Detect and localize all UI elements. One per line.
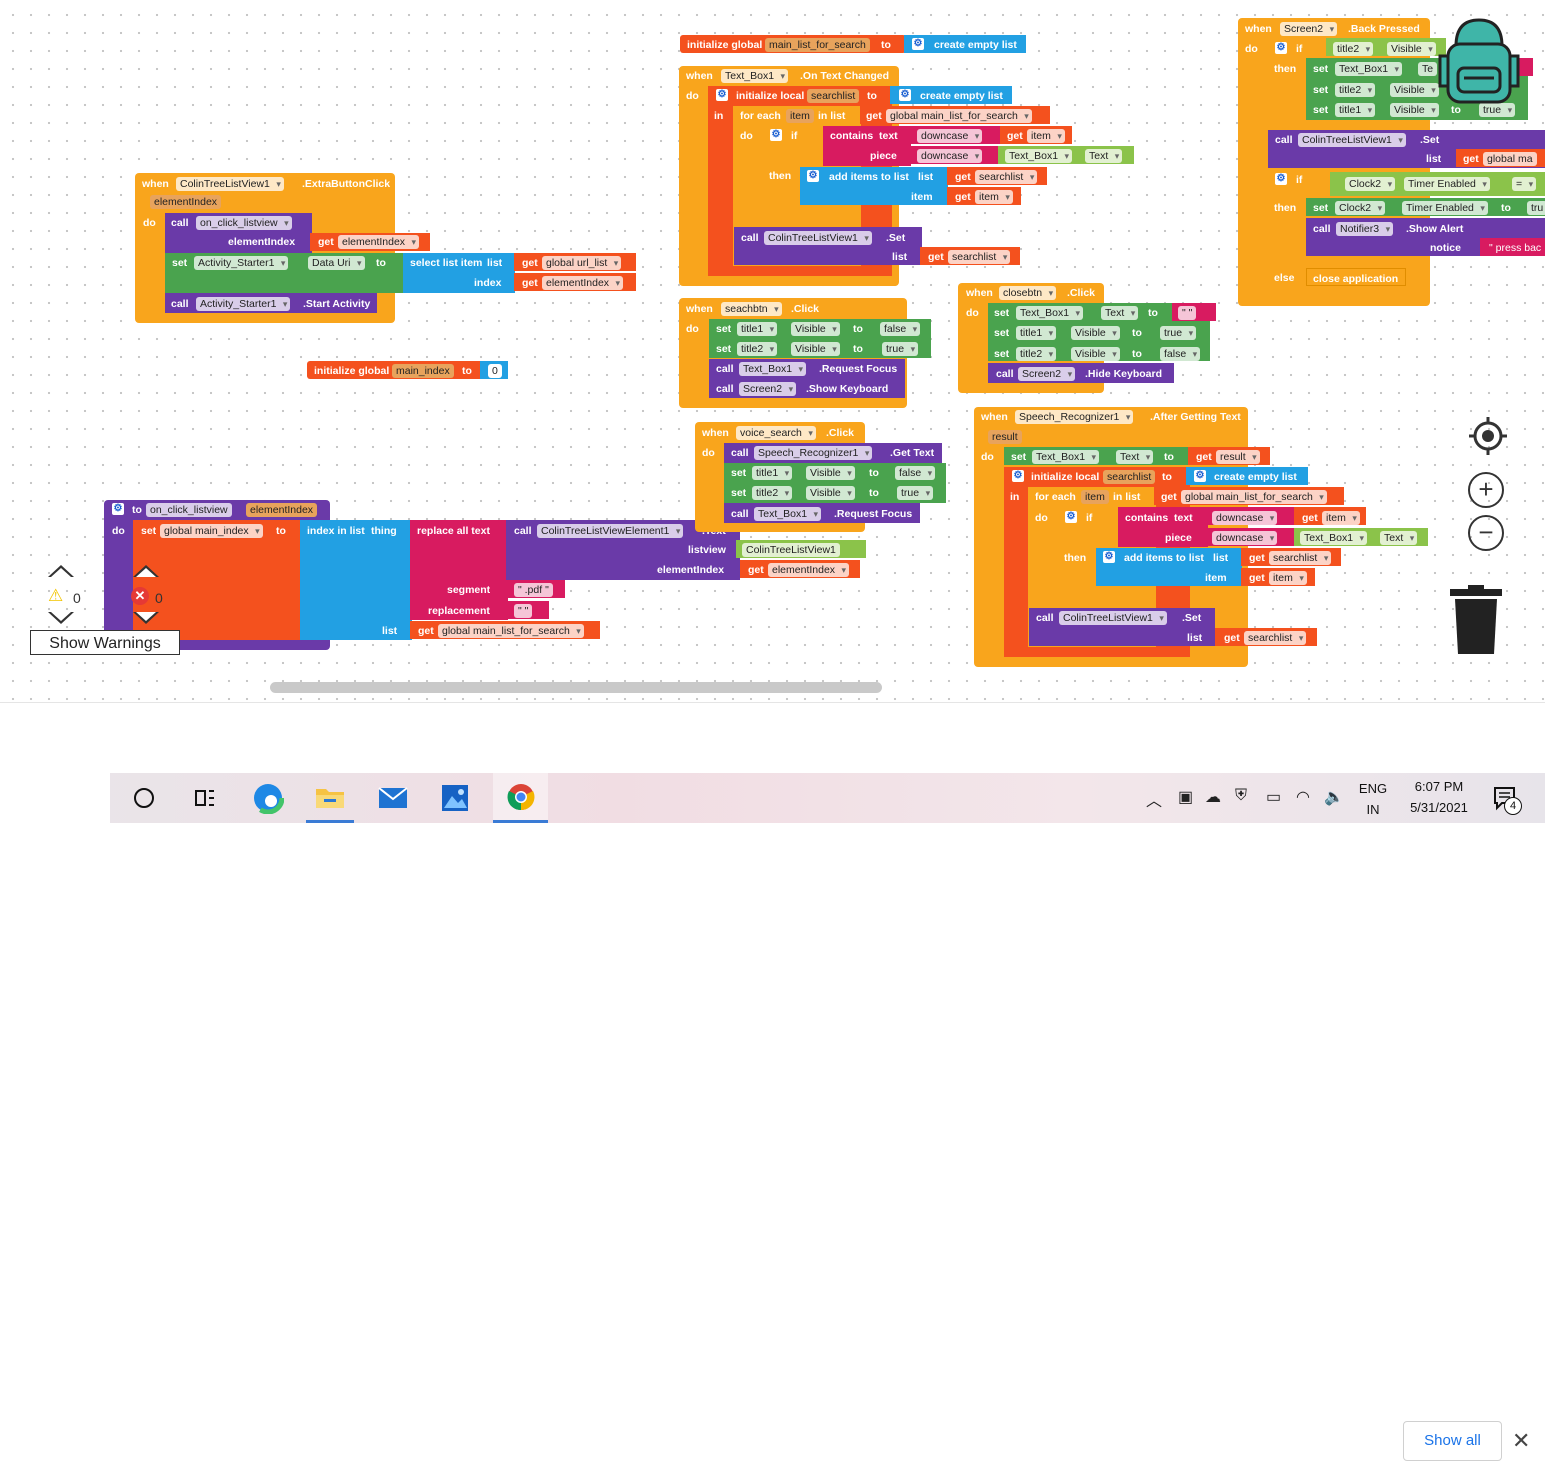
warning-icon: ⚠ <box>48 586 64 605</box>
param-element-index[interactable]: elementIndex <box>150 195 222 209</box>
gear-icon[interactable]: ⚙ <box>112 503 124 515</box>
taskbar-search-box[interactable] <box>0 773 110 823</box>
battery-icon[interactable]: ▭ <box>1266 789 1282 806</box>
taskbar: ︿ ▣ ☁ ⛨ ▭ ◠ 🔈 ENG IN 6:07 PM 5/31/2021 4 <box>0 773 1545 823</box>
gear-icon[interactable]: ⚙ <box>912 38 924 50</box>
security-shield-icon[interactable]: ⛨ <box>1235 787 1248 804</box>
gear-icon[interactable]: ⚙ <box>770 129 782 141</box>
chrome-icon[interactable] <box>493 773 548 823</box>
component-dropdown[interactable]: ColinTreeListView1 <box>176 177 284 191</box>
cortana-icon[interactable] <box>120 773 168 823</box>
set-global-main-index-block[interactable] <box>133 520 301 640</box>
gear-icon[interactable]: ⚙ <box>1103 551 1115 563</box>
meet-now-icon[interactable]: ▣ <box>1178 789 1194 806</box>
zoom-in-button[interactable]: + <box>1468 472 1504 508</box>
kw-do: do <box>143 217 156 229</box>
gear-icon[interactable]: ⚙ <box>807 170 819 182</box>
edge-icon[interactable] <box>244 773 292 823</box>
blocks-workspace[interactable]: when ColinTreeListView1 .ExtraButtonClic… <box>0 0 1545 702</box>
recenter-icon[interactable] <box>1468 416 1508 456</box>
trash-icon[interactable] <box>1448 585 1504 657</box>
close-icon[interactable]: ✕ <box>1512 1428 1531 1453</box>
gear-icon[interactable]: ⚙ <box>899 89 911 101</box>
clock[interactable]: 6:07 PM 5/31/2021 <box>1410 779 1468 815</box>
error-icon: ✕ <box>131 587 149 605</box>
zoom-out-button[interactable]: − <box>1468 515 1504 551</box>
wifi-icon[interactable]: ◠ <box>1296 789 1310 806</box>
gear-icon[interactable]: ⚙ <box>1012 470 1024 482</box>
error-count: 0 <box>155 590 163 606</box>
procedure-name-field[interactable]: on_click_listview <box>146 503 232 517</box>
task-view-icon[interactable] <box>181 773 229 823</box>
photos-icon[interactable] <box>431 773 479 823</box>
proc-dropdown[interactable]: on_click_listview <box>196 216 292 230</box>
notification-badge: 4 <box>1504 797 1522 815</box>
language-indicator[interactable]: ENG IN <box>1358 781 1388 817</box>
warning-count: 0 <box>73 590 81 606</box>
download-bar: Show all ✕ <box>0 702 1545 1461</box>
replace-all-text-block[interactable] <box>410 520 508 620</box>
gear-icon[interactable]: ⚙ <box>1275 42 1287 54</box>
event-name: .ExtraButtonClick <box>302 178 391 190</box>
show-warnings-button[interactable]: Show Warnings <box>30 630 180 655</box>
gear-icon[interactable]: ⚙ <box>1194 470 1206 482</box>
onedrive-icon[interactable]: ☁ <box>1205 789 1221 806</box>
show-all-button[interactable]: Show all <box>1403 1421 1502 1461</box>
notification-center-icon[interactable]: 4 <box>1492 785 1522 818</box>
horizontal-scrollbar[interactable] <box>270 682 882 693</box>
contains-text-block[interactable] <box>823 126 911 166</box>
gear-icon[interactable]: ⚙ <box>1275 173 1287 185</box>
mail-icon[interactable] <box>369 773 417 823</box>
index-in-list-block[interactable] <box>300 520 412 640</box>
volume-icon[interactable]: 🔈 <box>1324 789 1344 806</box>
kw-when: when <box>142 178 169 190</box>
select-list-item-block[interactable] <box>403 253 515 293</box>
file-explorer-icon[interactable] <box>306 773 354 823</box>
gear-icon[interactable]: ⚙ <box>1065 511 1077 523</box>
show-hidden-icons-chevron[interactable]: ︿ <box>1146 793 1163 810</box>
backpack-icon[interactable] <box>1434 16 1524 108</box>
add-items-block[interactable] <box>800 167 948 205</box>
gear-icon[interactable]: ⚙ <box>716 89 728 101</box>
